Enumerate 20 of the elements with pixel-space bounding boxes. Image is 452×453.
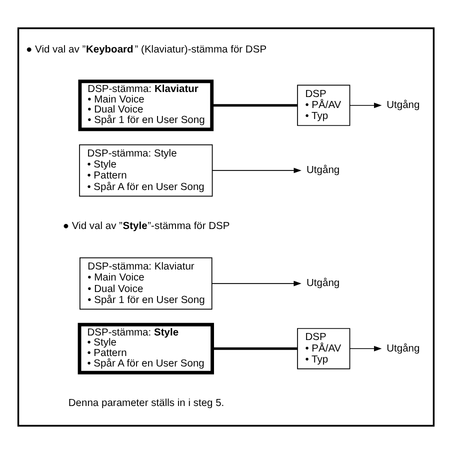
label: ● Vid val av ”Keyboard” (Klaviatur)-stämma för DSP [26, 44, 267, 55]
label: ● Vid val av ”Style”-stämma för DSP [62, 220, 230, 232]
node-text: Utgång [306, 278, 340, 289]
connector [212, 346, 298, 350]
node-box: DSP-stämma: Klaviatur • Main Voice • Dual Voice • Spår 1 för en User Song [80, 256, 212, 310]
node-box: DSP-stämma: Style • Style • Pattern • Spår A för en User Song [78, 322, 214, 374]
node-box: DSP-stämma: Klaviatur • Main Voice • Dual Voice • Spår 1 för en User Song [78, 79, 214, 131]
connector [212, 104, 298, 106]
node-box: DSP-stämma: Style • Style • Pattern • Spår A för en User Song [79, 144, 213, 196]
node-text: Utgång [306, 164, 340, 176]
node-text: Utgång [386, 100, 420, 111]
arrow [350, 345, 382, 351]
node-text: Utgång [386, 342, 420, 354]
arrow [212, 167, 302, 173]
arrow [350, 102, 382, 108]
node-box: DSP • PÅ/AV • Typ [297, 84, 350, 126]
node-box: DSP • PÅ/AV • Typ [297, 328, 350, 369]
label: Denna parameter ställs in i steg 5. [68, 398, 224, 409]
cluster [17, 26, 435, 426]
arrow [212, 280, 302, 286]
